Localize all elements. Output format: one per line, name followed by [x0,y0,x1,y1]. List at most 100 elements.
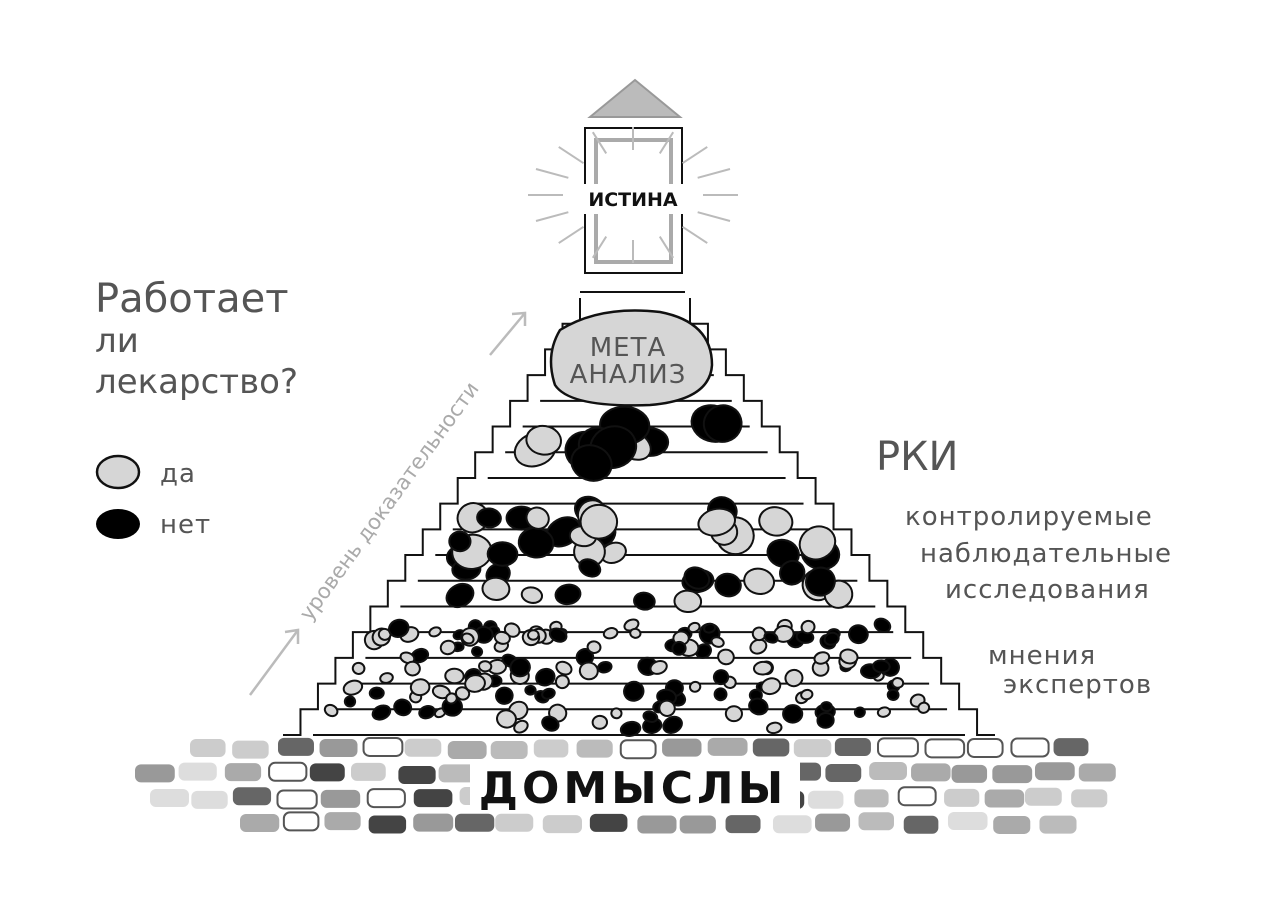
cobblestone [362,736,404,757]
cobblestone [413,789,453,808]
speculation-cobblestones [135,736,1116,834]
cobblestone [368,815,407,834]
cobblestone [869,762,907,781]
stone-no [816,711,835,729]
cobblestone [191,790,228,809]
stone-no [509,657,531,678]
cobblestone [351,762,386,781]
stone-no [524,684,537,696]
cobblestone [589,813,628,832]
experts-label-line1: мнения [988,641,1096,671]
stone-no [541,687,556,700]
cobblestone [854,789,889,808]
cobblestone [319,738,358,757]
experts-label-line2: экспертов [1003,670,1152,700]
cobblestone [1039,815,1077,834]
stone-no [782,704,804,724]
stone-no [476,507,502,529]
stone-no [554,583,582,606]
cobblestone [815,813,851,832]
stone-yes [493,630,511,645]
stone-yes [673,589,703,614]
pyramid-right-edge [689,298,995,736]
stone-yes [409,678,431,697]
cobblestone [825,764,862,783]
cobblestone [992,765,1033,784]
cobblestone [951,764,988,783]
cobblestone [413,813,454,832]
observational-label-line1: контролируемые [905,502,1153,532]
stone-no [694,643,712,659]
stone-no [445,582,475,609]
stone-yes [813,651,831,665]
cobblestone [944,788,980,807]
stone-no [448,530,472,553]
cobblestone [1053,738,1089,757]
cobblestone [637,815,677,834]
stone-no [596,660,613,674]
cobblestone [447,740,487,759]
cobblestone [725,815,761,834]
stone-no [343,695,357,708]
cobblestone [924,738,966,759]
legend-no-label: нет [160,510,211,540]
cobblestone [404,738,442,757]
pyramid-left-edge [283,298,581,736]
legend-yes-label: да [160,459,196,489]
ray [697,211,731,222]
stone-yes [525,506,550,530]
stone-no [748,697,769,716]
glow-rays-icon [528,127,738,263]
cobblestone [993,815,1031,834]
evidence-level-arrow [248,311,527,696]
stone-yes [717,648,735,666]
stone-no [848,624,869,645]
stone-no [619,720,642,737]
cobblestone [1078,763,1116,782]
stone-yes [481,576,511,601]
ray [681,146,708,165]
stone-yes [399,651,416,665]
cobblestone [135,764,175,783]
cobblestone [1071,789,1108,808]
cobblestone [190,739,226,758]
stone-no [886,688,900,701]
cobblestone [276,789,318,810]
meta-analysis-stone: МЕТА АНАЛИЗ [549,309,714,407]
cobblestone [793,739,832,758]
stone-yes [917,701,931,714]
cobblestone [542,815,582,834]
cobblestone [984,789,1025,808]
stone-yes [454,686,471,701]
stone-no [418,705,436,720]
cobblestone [1010,737,1050,758]
cobblestone [150,789,189,808]
stone-no [495,686,514,705]
ray [535,211,569,222]
cobblestone [947,812,988,831]
legend-no-swatch [96,509,140,539]
question-line2: ли [95,321,139,361]
stone-yes [839,648,859,665]
cobblestone [911,763,951,782]
stone-yes [752,660,773,676]
stone-yes [649,659,668,675]
ray [681,225,708,244]
stone-no [662,715,683,734]
stone-no [763,631,779,644]
stone-yes [784,668,804,688]
stone-yes [439,639,457,656]
cobblestone [490,740,528,759]
stone-yes [800,619,816,635]
ray [697,168,731,179]
ray [558,146,585,165]
stone-yes [464,674,486,693]
cobblestone [282,811,320,832]
stone-yes [496,709,517,729]
stone-no [486,541,519,567]
stone-yes [760,677,782,696]
stone-no [578,558,602,578]
cobblestone [324,812,361,831]
stone-yes [351,661,366,675]
truth-door: ИСТИНА [528,78,738,293]
